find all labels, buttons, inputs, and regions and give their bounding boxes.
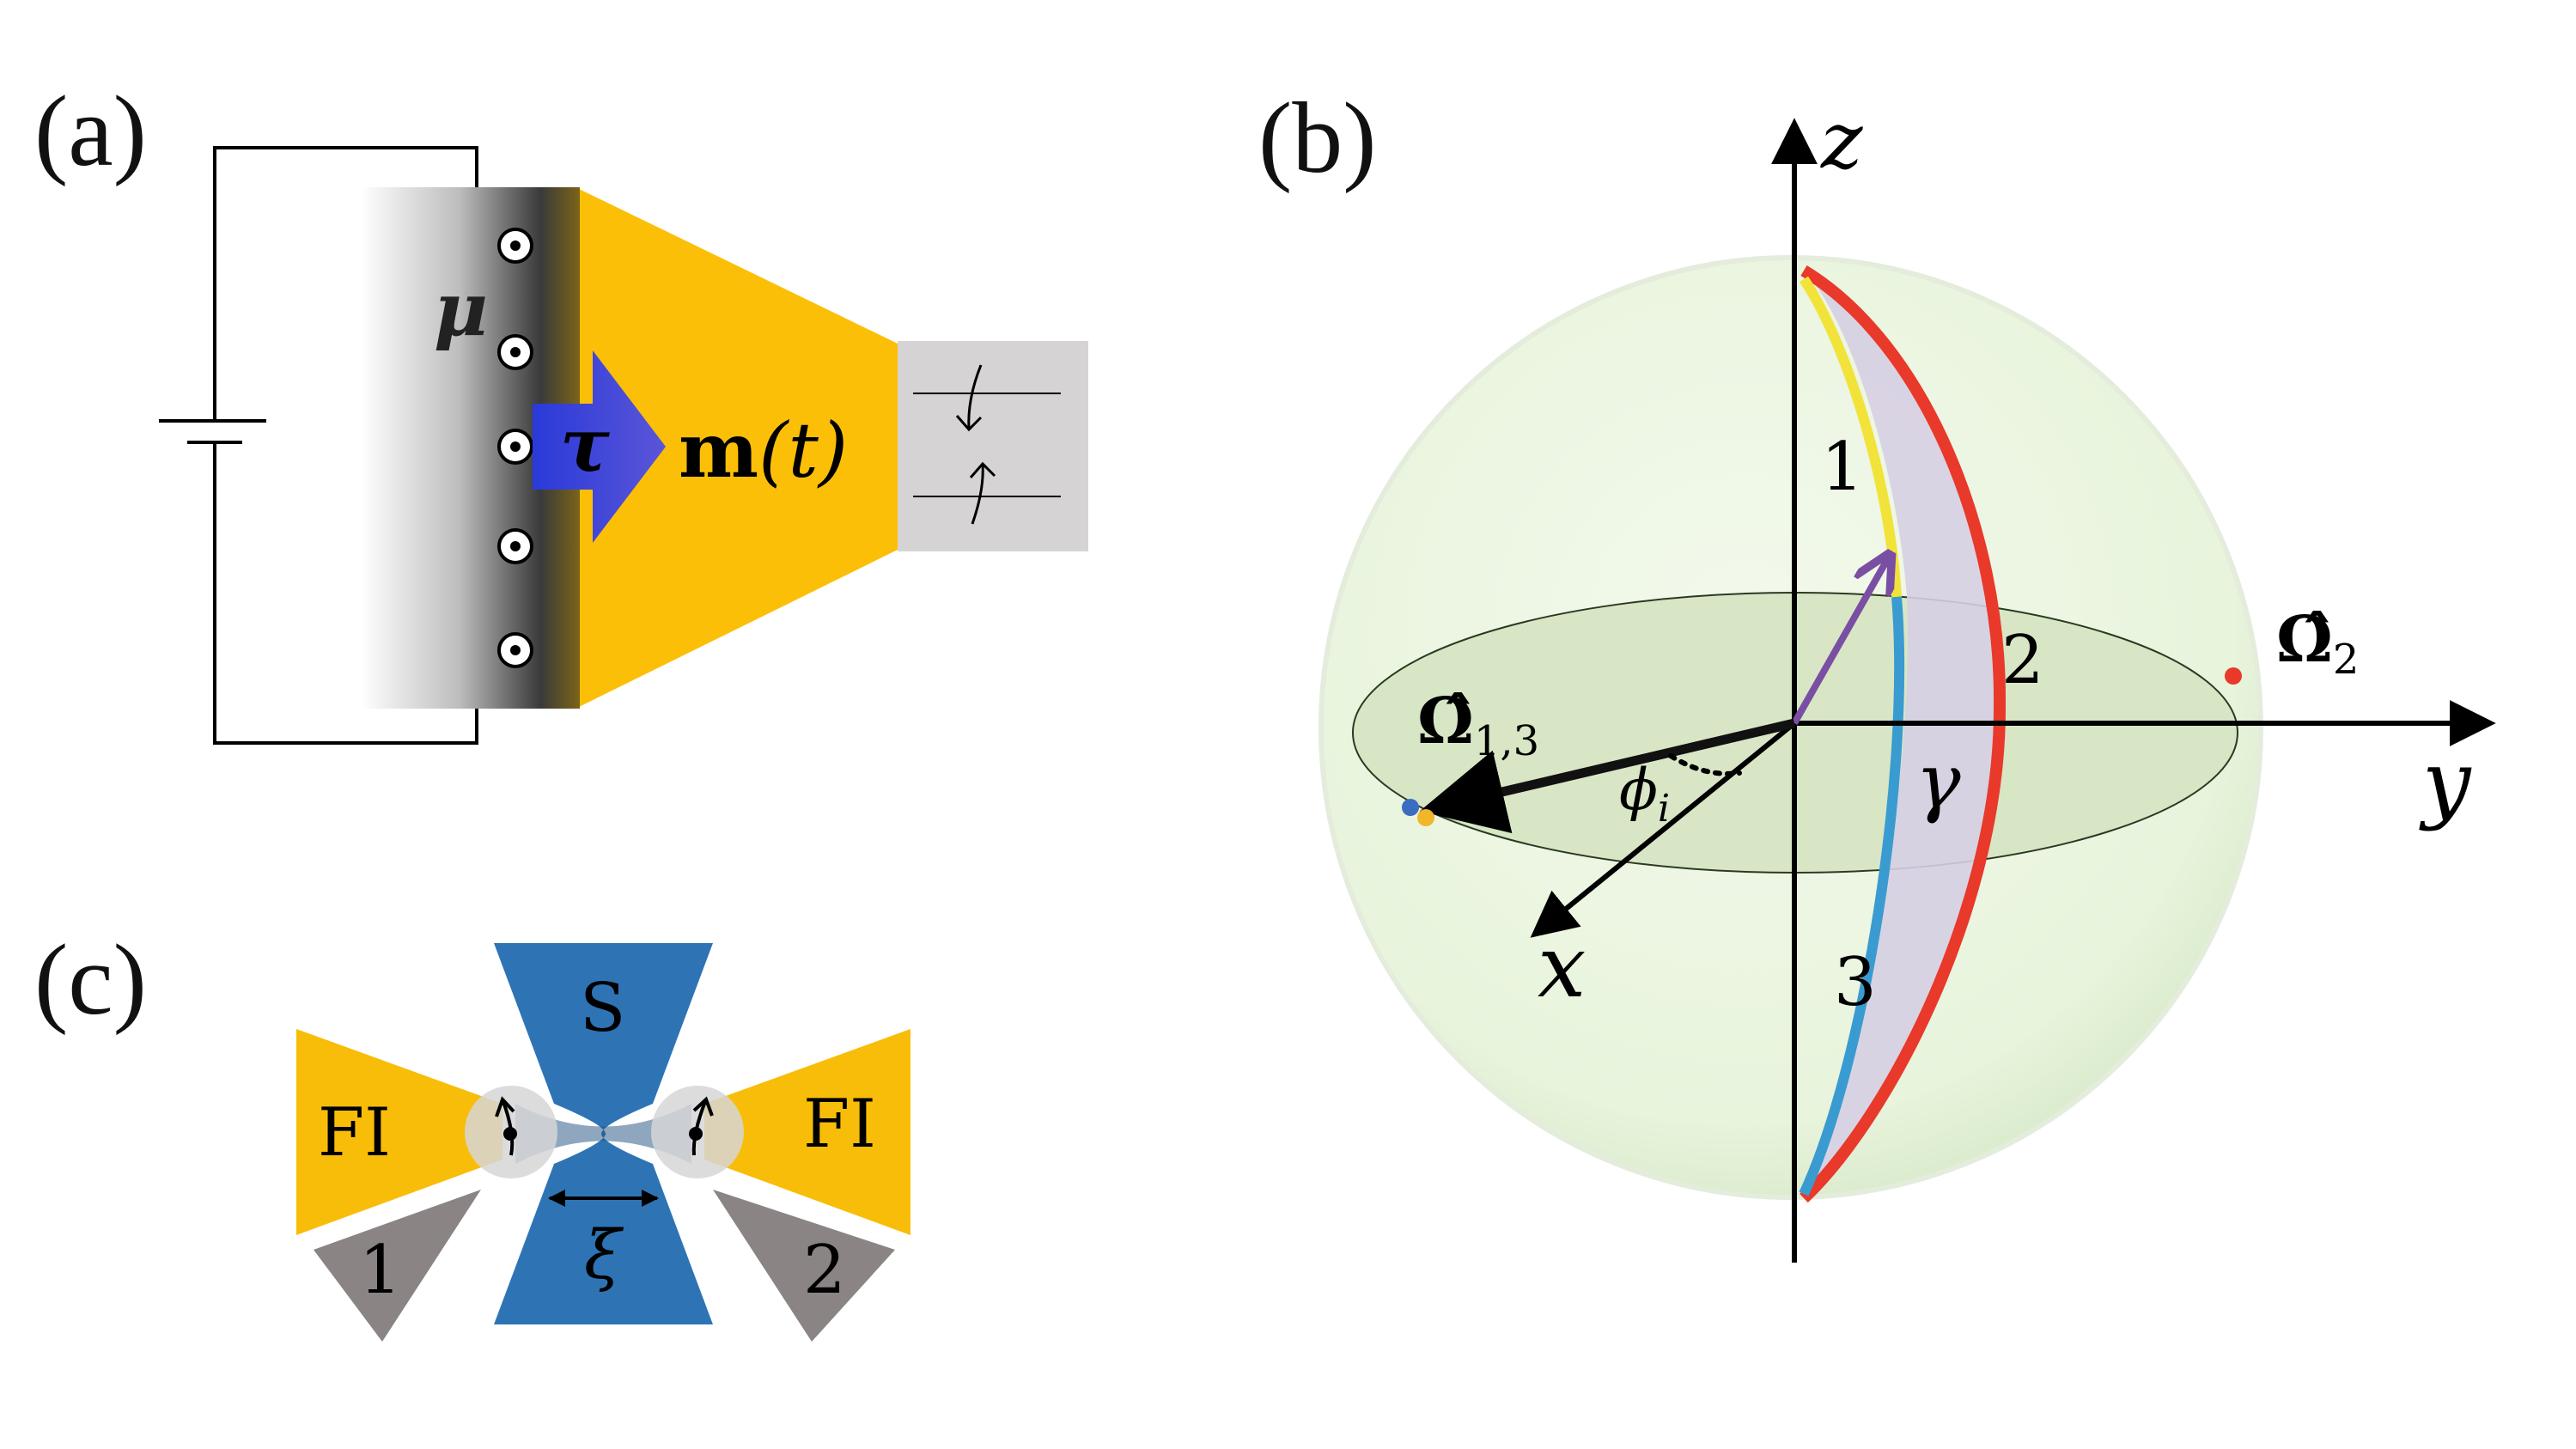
spin-arrow-left-icon xyxy=(495,1096,517,1156)
lead-2 xyxy=(713,1190,895,1342)
panel-a: (a) μ τ m(t) xyxy=(34,75,1088,745)
ferromagnetic-insulator-right xyxy=(704,1029,910,1235)
ferromagnetic-insulator-left xyxy=(296,1029,502,1235)
z-axis-label: z xyxy=(1820,94,1863,186)
phi-angle-arc xyxy=(1668,753,1742,776)
magnetization-symbol: m xyxy=(679,405,758,495)
spin-accumulation-dots xyxy=(497,228,533,668)
panel-b: (b) z y x Ω̂1,3 Ω̂2 xyxy=(1258,82,2496,1263)
magnetization-label: m(t) xyxy=(679,405,848,495)
lead-1-gap xyxy=(296,1168,496,1245)
fi-right-label: FI xyxy=(803,1086,876,1163)
phi-subscript: i xyxy=(1658,787,1670,831)
spin-detector xyxy=(898,341,1088,551)
omega-13-label: Ω̂1,3 xyxy=(1417,685,1539,765)
torque-arrow xyxy=(533,350,666,543)
path-3-label: 3 xyxy=(1834,944,1877,1021)
spin-up-arrow-icon xyxy=(971,463,984,525)
x-axis xyxy=(1530,721,1796,938)
phi-label: ϕi xyxy=(1619,757,1670,831)
gamma-label: γ xyxy=(1915,737,1961,825)
xi-label: ξ xyxy=(584,1217,624,1294)
superconductor-label: S xyxy=(580,970,625,1047)
fi-left-label: FI xyxy=(318,1094,391,1172)
magnetization-argument: (t) xyxy=(758,406,848,495)
tau-label: τ xyxy=(560,402,610,489)
y-axis-label: y xyxy=(2419,732,2472,832)
omega-13-symbol: Ω̂ xyxy=(1417,685,1474,758)
panel-c: (c) S FI FI 1 2 ξ xyxy=(34,923,910,1342)
lead-2-label: 2 xyxy=(803,1232,846,1309)
circuit-wire xyxy=(213,146,478,745)
ferromagnet xyxy=(575,187,898,709)
spin-down-arrow-icon xyxy=(967,364,983,430)
panel-c-label: (c) xyxy=(34,923,147,1036)
panel-b-label: (b) xyxy=(1258,82,1377,194)
omega-13-point-yellow xyxy=(1417,809,1434,826)
omega-2-subscript: 2 xyxy=(2333,636,2360,684)
x-axis-label: x xyxy=(1538,916,1586,1017)
omega-2-label: Ω̂2 xyxy=(2276,603,2359,684)
lead-1-label: 1 xyxy=(359,1232,402,1309)
state-vector xyxy=(1791,558,1888,725)
spin-down-arrow-head xyxy=(955,415,983,432)
omega-2-point xyxy=(2225,667,2242,685)
path-3-curve xyxy=(1799,596,1905,1196)
dot-centers xyxy=(510,240,521,655)
enclosed-area xyxy=(1804,271,2001,1198)
mu-label: μ xyxy=(434,266,488,353)
omega-2-symbol: Ω̂ xyxy=(2276,603,2333,677)
path-2-label: 2 xyxy=(2001,622,2044,699)
spin-arrow-right-icon xyxy=(689,1096,714,1156)
omega-13-point-blue xyxy=(1402,799,1419,816)
panel-a-label: (a) xyxy=(34,75,147,187)
spin-up-arrow-head xyxy=(969,461,996,478)
omega-13-vector xyxy=(1419,718,1796,834)
path-2-curve xyxy=(1800,265,2007,1203)
coupling-region xyxy=(515,1104,691,1164)
omega-13-subscript: 1,3 xyxy=(1474,717,1539,765)
lead-1 xyxy=(314,1190,481,1342)
path-1-label: 1 xyxy=(1821,429,1864,506)
lead-2-gap xyxy=(699,1168,902,1247)
phi-symbol: ϕ xyxy=(1619,757,1658,823)
